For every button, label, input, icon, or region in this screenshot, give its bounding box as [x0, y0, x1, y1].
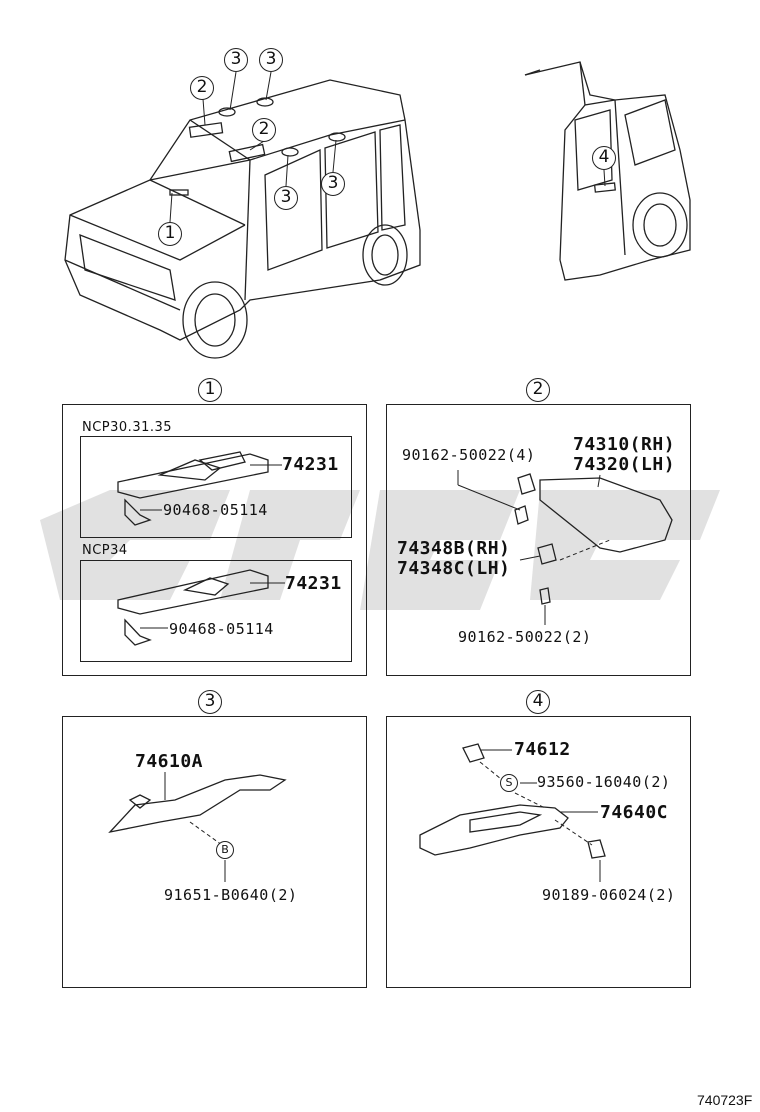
panel4-header-callout: 4	[526, 690, 550, 714]
panel3-header-callout: 3	[198, 690, 222, 714]
panel1-part-a-drawing	[117, 451, 269, 526]
panel-3	[62, 716, 367, 988]
panel1-variant-a-box	[80, 436, 352, 538]
panel2-screw-top: 90162-50022(4)	[402, 446, 536, 464]
panel1-variant-b-box	[80, 560, 352, 662]
vehicle-callout-leaders	[169, 71, 606, 223]
callout-1-vehicle: 1	[158, 222, 182, 246]
panel3-grip-drawing	[108, 774, 287, 834]
panel2-holder-rh: 74348B(RH)	[397, 538, 511, 559]
panel2-visor-drawing	[514, 473, 673, 605]
panel1-variant-a-label: NCP30.31.35	[82, 420, 173, 435]
panel1-variant-b-label: NCP34	[82, 543, 128, 558]
panel4-screw-label: 93560-16040(2)	[537, 773, 671, 791]
panel1-part-b-main: 74231	[285, 573, 342, 594]
panel1-part-a-screw: 90468-05114	[163, 501, 268, 519]
callout-2-vehicle-a: 2	[190, 76, 214, 100]
panel3-grip-label: 74610A	[135, 751, 204, 772]
panel3-bolt-tag: B	[216, 841, 234, 859]
callout-3-vehicle-a: 3	[224, 48, 248, 72]
panel2-header-callout: 2	[526, 378, 550, 402]
panel2-visor-lh: 74320(LH)	[573, 454, 676, 475]
panel2-holder-lh: 74348C(LH)	[397, 558, 511, 579]
panel4-leaders	[479, 749, 601, 882]
panel1-leaders	[140, 464, 285, 629]
panel2-leaders	[457, 470, 611, 625]
panel2-screw-bottom: 90162-50022(2)	[458, 628, 592, 646]
panel3-leaders	[164, 772, 226, 882]
panel1-part-a-main: 74231	[282, 454, 339, 475]
watermark-shapes	[40, 490, 720, 610]
panel4-screw-tag: S	[500, 774, 518, 792]
vehicle-front-view	[64, 79, 421, 359]
panel2-visor-rh: 74310(RH)	[573, 434, 676, 455]
panel4-clip-label: 90189-06024(2)	[542, 886, 676, 904]
panel1-header-callout: 1	[198, 378, 222, 402]
vehicle-rear-view	[524, 61, 691, 281]
callout-4-vehicle: 4	[592, 146, 616, 170]
callout-3-vehicle-d: 3	[321, 172, 345, 196]
callout-2-vehicle-b: 2	[252, 118, 276, 142]
panel1-part-b-drawing	[117, 569, 269, 646]
panel3-bolt-label: 91651-B0640(2)	[164, 886, 298, 904]
panel1-part-b-screw: 90468-05114	[169, 620, 274, 638]
panel4-grip-drawing	[419, 743, 606, 859]
callout-3-vehicle-c: 3	[274, 186, 298, 210]
panel-1	[62, 404, 367, 676]
diagram-code: 740723F	[697, 1092, 753, 1108]
callout-3-vehicle-b: 3	[259, 48, 283, 72]
panel-4	[386, 716, 691, 988]
panel4-cap-label: 74612	[514, 739, 571, 760]
panel-2	[386, 404, 691, 676]
panel4-grip-label: 74640C	[600, 802, 669, 823]
